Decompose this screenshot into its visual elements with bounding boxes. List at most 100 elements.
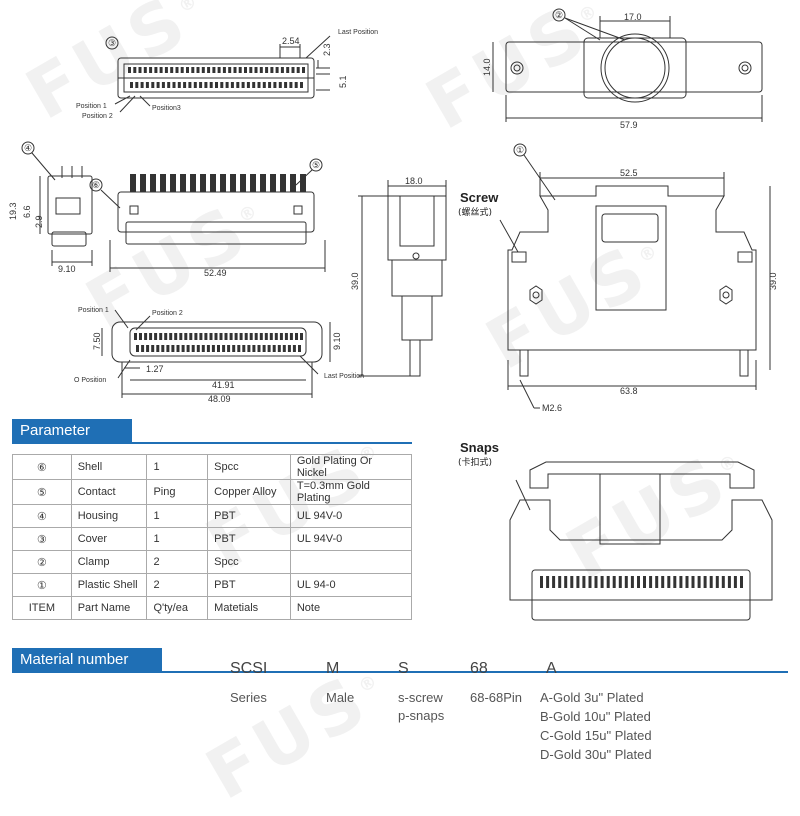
dim-39-0-side: 39.0	[350, 272, 360, 290]
dim-2-3: 2.3	[322, 43, 332, 56]
pin	[733, 576, 737, 588]
pin	[296, 67, 300, 73]
pin	[194, 333, 198, 340]
dim-7-50: 7.50	[92, 332, 102, 350]
pin	[139, 333, 142, 340]
pin	[290, 174, 296, 192]
drawing-labels: ③ 2.54 2.3 5.1 Last Position Position 1 …	[8, 10, 778, 468]
pin-row-top-left	[128, 67, 305, 88]
pin	[204, 82, 208, 88]
dim-2-54: 2.54	[282, 36, 300, 46]
pin	[143, 67, 147, 73]
item-cell: ITEM	[12, 596, 72, 620]
pin	[170, 174, 176, 192]
material-cell: Spcc	[207, 550, 291, 574]
pin	[230, 82, 234, 88]
pin	[298, 345, 301, 352]
pin	[685, 576, 689, 588]
pin	[219, 333, 223, 340]
pin	[133, 67, 137, 73]
pin	[268, 82, 272, 88]
pin	[582, 576, 586, 588]
pin	[240, 174, 246, 192]
pin	[180, 174, 186, 192]
meaning-screw: s-screw	[398, 690, 443, 705]
material-rule	[12, 671, 788, 673]
pin	[576, 576, 580, 588]
pin	[257, 345, 261, 352]
pin	[274, 333, 278, 340]
pin	[287, 345, 291, 352]
qty-cell: 1	[146, 527, 209, 551]
bottom-view-drawing	[101, 309, 331, 398]
pin	[154, 67, 158, 73]
pin	[184, 333, 188, 340]
dim-57-9: 57.9	[620, 120, 638, 130]
qty-cell: 1	[146, 504, 209, 528]
label-position-3: Position3	[152, 105, 181, 112]
pin	[149, 333, 153, 340]
pin	[655, 576, 659, 588]
pin	[199, 82, 203, 88]
material-cell: Spcc	[207, 454, 291, 480]
pin	[193, 82, 197, 88]
pin	[252, 345, 256, 352]
pin	[156, 345, 160, 352]
pin	[275, 67, 279, 73]
callout-2: ②	[555, 10, 563, 20]
pin	[206, 345, 210, 352]
pin	[630, 576, 634, 588]
part-name-cell: Housing	[70, 504, 148, 528]
pin	[191, 67, 195, 73]
side-view-drawing	[358, 180, 447, 377]
dim-41-91: 41.91	[212, 380, 235, 390]
pin	[264, 333, 268, 340]
pin	[176, 345, 180, 352]
pin	[254, 333, 258, 340]
pin	[217, 345, 220, 352]
pin	[150, 174, 156, 192]
dim-9-10-bottom: 9.10	[332, 332, 342, 350]
pin	[740, 576, 743, 588]
label-screw: Screw	[460, 190, 499, 205]
dim-1-27: 1.27	[146, 364, 164, 374]
pin	[552, 576, 556, 588]
pin	[272, 345, 276, 352]
pin	[154, 333, 158, 340]
pin	[199, 333, 203, 340]
pin	[204, 333, 208, 340]
pin	[649, 576, 653, 588]
code-screw: S	[398, 660, 409, 677]
qty-cell: 2	[146, 573, 209, 597]
note-cell: UL 94-0	[289, 573, 413, 597]
pin	[232, 345, 236, 352]
pin	[252, 82, 256, 88]
meaning-plating-c: C-Gold 15u" Plated	[540, 728, 652, 743]
pin	[727, 576, 731, 588]
pin	[612, 576, 616, 588]
pin	[141, 345, 145, 352]
pin	[183, 82, 187, 88]
parameter-rule	[12, 442, 412, 444]
dim-63-8: 63.8	[620, 386, 638, 396]
pin	[282, 345, 286, 352]
dim-2-9: 2.9	[34, 215, 44, 228]
pin	[244, 67, 247, 73]
pin	[703, 576, 707, 588]
pin	[270, 67, 274, 73]
material-cell: Matetials	[207, 596, 291, 620]
pin	[169, 333, 173, 340]
pin	[161, 82, 165, 88]
material-cell: PBT	[207, 573, 291, 597]
item-cell: ⑤	[12, 479, 72, 505]
pin	[130, 174, 136, 192]
meaning-pins: 68-68Pin	[470, 690, 523, 705]
pin	[149, 67, 153, 73]
pin	[691, 576, 695, 588]
pin	[151, 82, 155, 88]
